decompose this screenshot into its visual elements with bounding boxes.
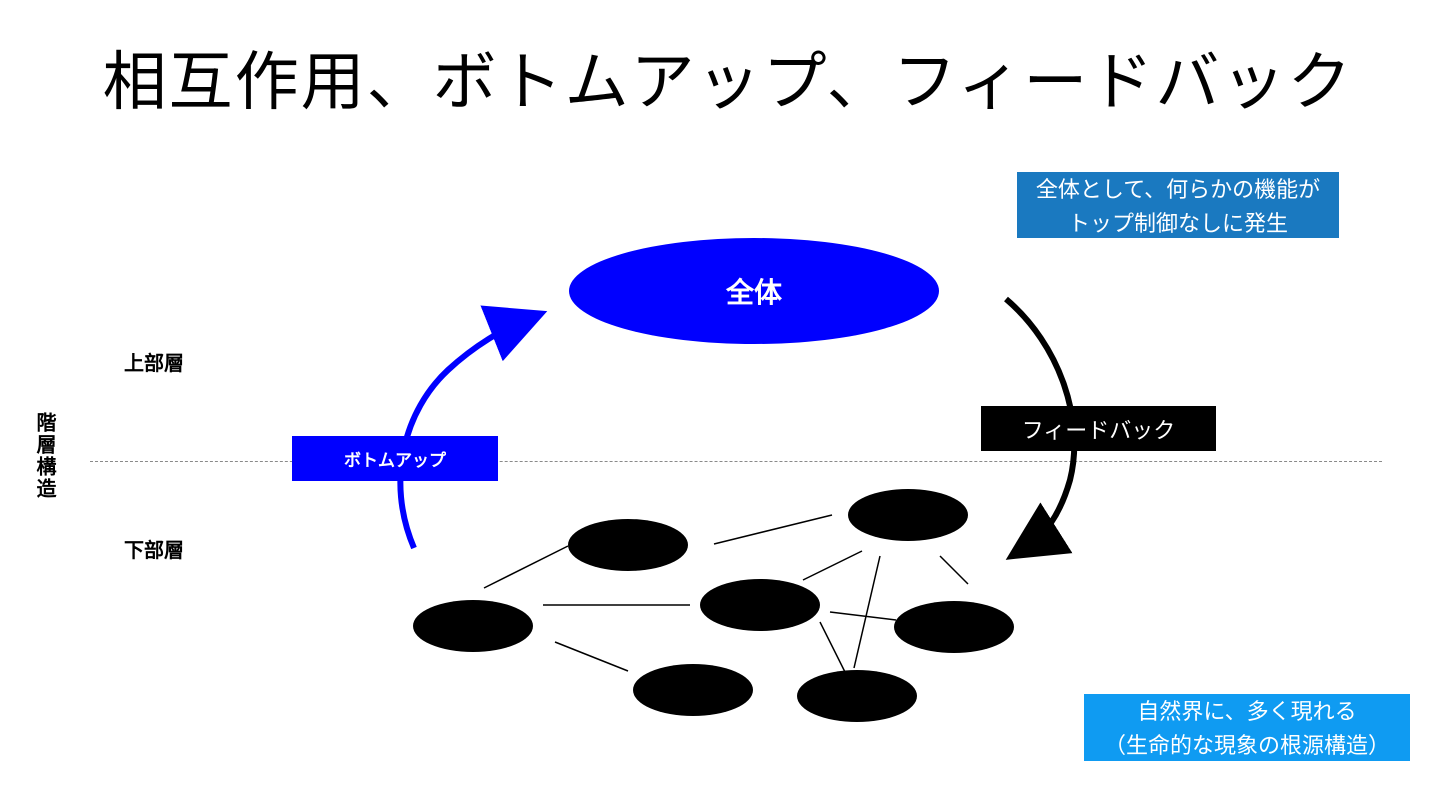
whole-ellipse (569, 238, 939, 344)
nature-callout-line2: （生命的な現象の根源構造） (1103, 734, 1390, 759)
layer-divider (90, 461, 1382, 462)
node-2 (848, 489, 968, 541)
node-3 (413, 600, 533, 652)
network-nodes (413, 489, 1014, 722)
nature-callout: 自然界に、多く現れる （生命的な現象の根源構造） (1084, 694, 1410, 761)
emergence-callout-line2: トップ制御なしに発生 (1067, 212, 1288, 237)
hierarchy-label: 階層構造 (33, 412, 57, 500)
slide-title: 相互作用、ボトムアップ、フィードバック (102, 46, 1354, 120)
nature-callout-line1: 自然界に、多く現れる (1137, 700, 1357, 725)
network-edges (483, 514, 969, 675)
feedback-label: フィードバック (981, 406, 1216, 451)
bottom-up-label: ボトムアップ (292, 436, 498, 481)
node-6 (633, 664, 753, 716)
lower-layer-label: 下部層 (124, 538, 184, 562)
feedback-arrow (1004, 296, 1078, 560)
emergence-callout: 全体として、何らかの機能が トップ制御なしに発生 (1017, 172, 1339, 238)
upper-layer-label: 上部層 (124, 351, 184, 375)
node-4 (700, 579, 820, 631)
node-7 (797, 670, 917, 722)
node-1 (568, 519, 688, 571)
node-5 (894, 601, 1014, 653)
emergence-callout-line1: 全体として、何らかの機能が (1035, 178, 1321, 203)
bottom-up-arrow (397, 305, 548, 550)
